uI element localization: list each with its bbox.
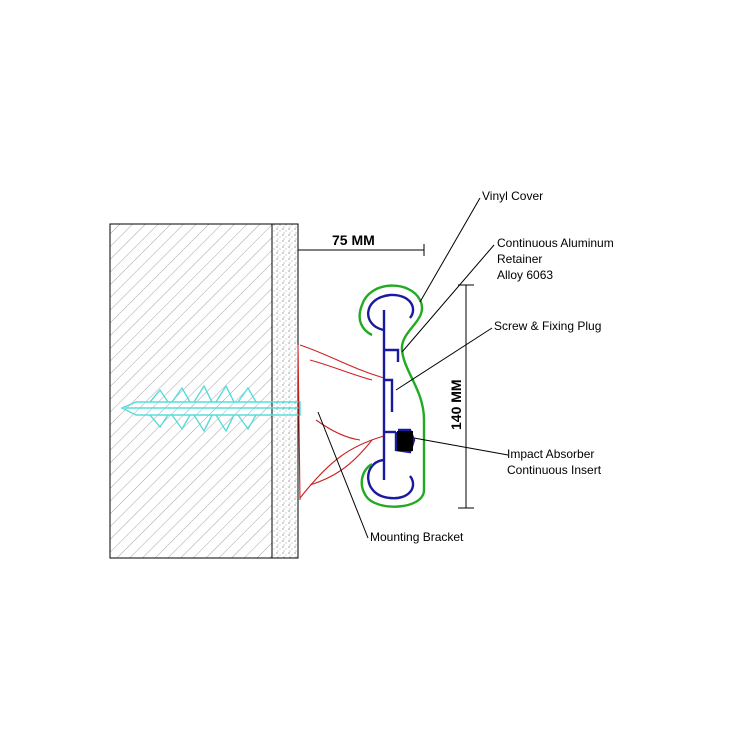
label-bracket: Mounting Bracket — [370, 530, 464, 544]
dimension-height: 140 MM — [448, 284, 474, 509]
impact-absorber-insert — [397, 431, 413, 451]
label-retainer-2: Retainer — [497, 252, 542, 266]
label-absorber-2: Continuous Insert — [507, 463, 602, 477]
aluminum-retainer — [367, 293, 416, 500]
label-vinyl-cover: Vinyl Cover — [482, 189, 543, 203]
leader-retainer — [401, 244, 495, 353]
label-absorber-1: Impact Absorber — [507, 447, 594, 461]
vinyl-cover — [358, 284, 426, 508]
dimension-projection-label: 75 MM — [332, 232, 375, 248]
leader-bracket — [317, 411, 369, 539]
mounting-bracket — [297, 344, 385, 501]
leader-absorber — [413, 437, 509, 456]
wall-render-layer — [271, 223, 299, 559]
label-retainer-1: Continuous Aluminum — [497, 236, 614, 250]
wall-masonry — [109, 223, 273, 559]
label-retainer-3: Alloy 6063 — [497, 268, 553, 282]
dimension-projection: 75 MM — [297, 232, 425, 256]
fixing-plug — [120, 384, 301, 433]
leader-screw — [395, 327, 493, 391]
leader-vinyl-cover — [419, 197, 481, 303]
label-screw: Screw & Fixing Plug — [494, 319, 601, 333]
dimension-height-label: 140 MM — [448, 379, 464, 430]
